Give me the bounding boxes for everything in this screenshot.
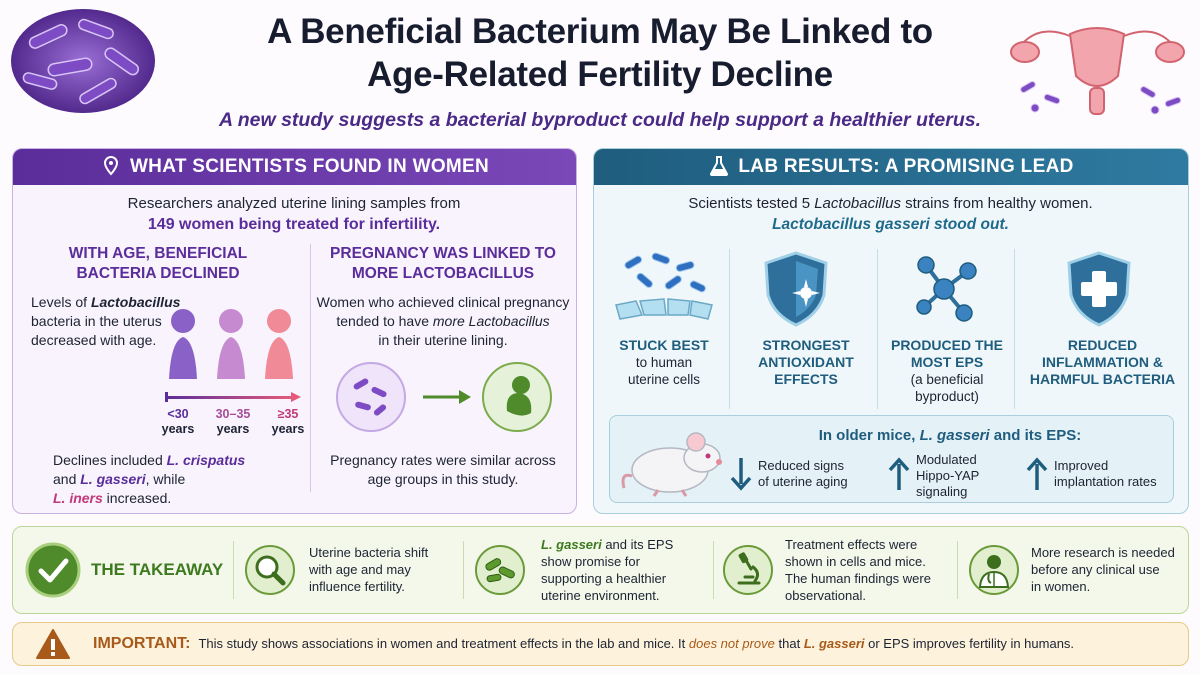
- women-intro-line-1: Researchers analyzed uterine lining samp…: [127, 195, 461, 212]
- page-title: A Beneficial Bacterium May Be Linked to …: [190, 10, 1010, 96]
- left-panel-divider: [310, 244, 311, 492]
- eps-molecule-icon: [904, 249, 984, 329]
- result-divider-1: [729, 249, 730, 409]
- older-mice-box: In older mice, L. gasseri and its EPS: R…: [609, 415, 1174, 503]
- checkmark-icon: [25, 542, 81, 598]
- uterus-illustration: [1000, 4, 1195, 122]
- up-arrow-icon: [886, 456, 912, 492]
- result-divider-3: [1014, 249, 1015, 409]
- title-line-1: A Beneficial Bacterium May Be Linked to: [267, 12, 933, 51]
- takeaway-divider-1: [463, 541, 464, 599]
- women-findings-heading: WHAT SCIENTISTS FOUND IN WOMEN: [129, 156, 490, 177]
- title-line-2: Age-Related Fertility Decline: [367, 55, 833, 94]
- result-antioxidant: STRONGEST ANTIOXIDANT EFFECTS: [758, 337, 854, 387]
- age-decline-heading: WITH AGE, BENEFICIAL BACTERIA DECLINED: [68, 245, 248, 282]
- takeaway-divider-2: [713, 541, 714, 599]
- women-intro: Researchers analyzed uterine lining samp…: [13, 194, 575, 236]
- page-subtitle: A new study suggests a bacterial byprodu…: [218, 109, 982, 131]
- lab-intro-highlight: Lactobacillus gasseri stood out.: [772, 216, 1009, 233]
- aging-women-silhouettes: [161, 299, 311, 389]
- takeaway-heading: THE TAKEAWAY: [91, 560, 224, 579]
- antioxidant-shield-icon: [756, 249, 836, 329]
- older-mice-heading: In older mice, L. gasseri and its EPS:: [818, 427, 1082, 444]
- age-arrow: [163, 389, 303, 402]
- age-decline-text: Levels of Lactobacillus bacteria in the …: [31, 294, 181, 348]
- women-findings-header: WHAT SCIENTISTS FOUND IN WOMEN: [13, 149, 576, 185]
- lab-results-heading: LAB RESULTS: A PROMISING LEAD: [738, 156, 1074, 177]
- bacteria-icon: [475, 545, 525, 595]
- medical-shield-icon: [1059, 249, 1139, 329]
- lab-intro: Scientists tested 5 Lactobacillus strain…: [594, 194, 1187, 236]
- magnifier-icon: [245, 545, 295, 595]
- women-findings-panel: WHAT SCIENTISTS FOUND IN WOMEN Researche…: [12, 148, 577, 514]
- women-intro-line-2: 149 women being treated for infertility.: [147, 216, 441, 233]
- bacteria-illustration: [8, 6, 158, 116]
- takeaway-divider-3: [957, 541, 958, 599]
- lab-results-header: LAB RESULTS: A PROMISING LEAD: [594, 149, 1188, 185]
- pregnancy-text: Women who achieved clinical pregnancy te…: [316, 294, 570, 348]
- mouse-illustration: [618, 422, 728, 498]
- microscope-icon: [723, 545, 773, 595]
- result-most-eps: PRODUCED THE MOST EPS (a beneficial bypr…: [890, 337, 1003, 404]
- takeaway-divider-0: [233, 541, 234, 599]
- doctor-icon: [969, 545, 1019, 595]
- pregnancy-heading: PREGNANCY WAS LINKED TO MORE LACTOBACILL…: [330, 245, 556, 282]
- result-divider-2: [877, 249, 878, 409]
- important-label: IMPORTANT:: [93, 635, 191, 652]
- age-decline-footer: Declines included L. crispatus and L. ga…: [53, 452, 246, 506]
- pregnancy-footer: Pregnancy rates were similar across age …: [330, 452, 556, 487]
- important-notice: IMPORTANT:This study shows associations …: [12, 622, 1189, 666]
- cell-adhesion-icon: [612, 249, 716, 329]
- down-arrow-icon: [728, 456, 754, 492]
- location-pin-icon: [103, 155, 118, 176]
- result-reduced-inflammation: REDUCED INFLAMMATION & HARMFUL BACTERIA: [1029, 337, 1176, 387]
- warning-icon: [35, 628, 71, 660]
- up-arrow-icon-2: [1024, 456, 1050, 492]
- flask-icon: [710, 156, 729, 176]
- bacteria-to-baby-graphic: [335, 361, 555, 433]
- lab-results-panel: LAB RESULTS: A PROMISING LEAD Scientists…: [593, 148, 1189, 514]
- result-stuck-best: STUCK BEST to human uterine cells: [619, 337, 709, 387]
- important-text: IMPORTANT:This study shows associations …: [93, 635, 1075, 652]
